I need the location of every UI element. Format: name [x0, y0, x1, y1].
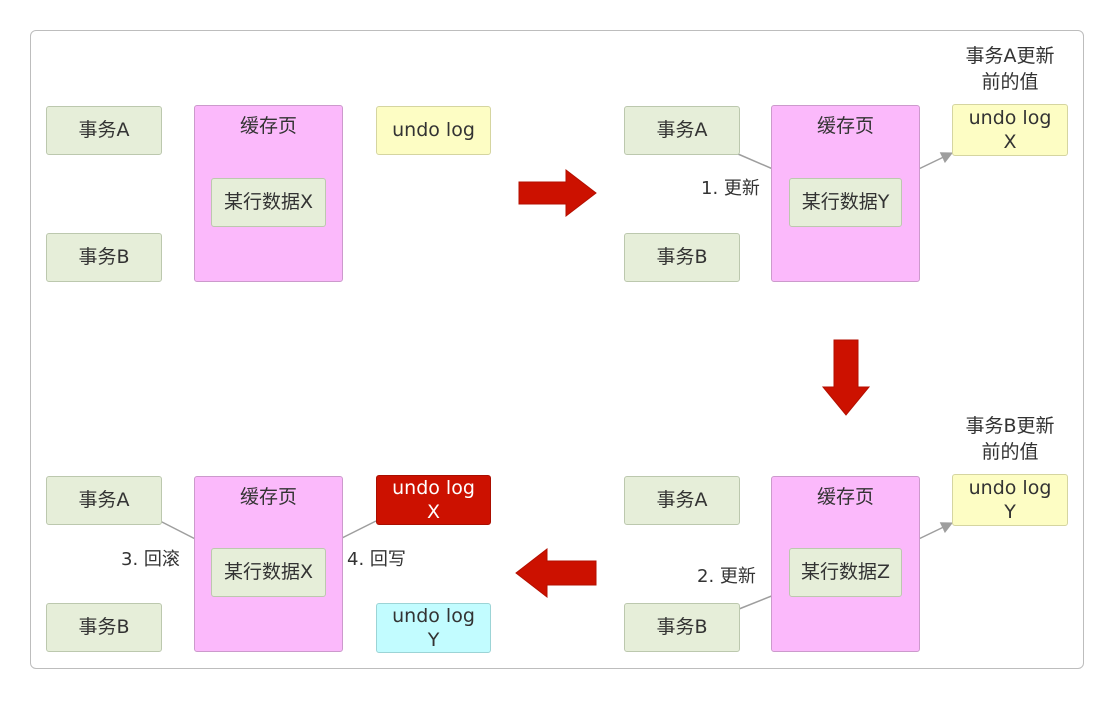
cache-page-label: 缓存页 — [816, 486, 874, 508]
cache-page-label: 缓存页 — [816, 115, 874, 137]
cache-page-label: 缓存页 — [239, 486, 297, 508]
cache-page-label: 缓存页 — [239, 115, 297, 137]
row-data: 某行数据Z — [789, 548, 902, 597]
undo-log-value: X — [426, 501, 441, 523]
transaction-b: 事务B — [624, 233, 740, 282]
undo-log-note-line2: 前的值 — [981, 440, 1039, 463]
undo-log-previous: undo log Y — [376, 603, 491, 653]
undo-log-label: undo log — [392, 476, 475, 499]
transaction-a: 事务A — [46, 476, 162, 525]
row-data-label: 某行数据Z — [800, 561, 891, 584]
row-data: 某行数据X — [211, 178, 326, 227]
undo-log-note: 事务B更新 前的值 — [946, 414, 1074, 465]
undo-log-value: Y — [427, 629, 440, 651]
step-1-label: 1. 更新 — [701, 178, 760, 199]
undo-log: undo log — [376, 106, 491, 155]
undo-log-label: undo log — [392, 119, 475, 142]
row-data-label: 某行数据X — [223, 191, 314, 214]
row-data: 某行数据X — [211, 548, 326, 597]
step-4-label: 4. 回写 — [347, 549, 406, 570]
undo-log: undo log X — [952, 104, 1068, 156]
step-3-label: 3. 回滚 — [121, 549, 180, 570]
transaction-a: 事务A — [46, 106, 162, 155]
step-2-label: 2. 更新 — [697, 566, 756, 587]
row-data: 某行数据Y — [789, 178, 902, 227]
transaction-b: 事务B — [624, 603, 740, 652]
undo-log: undo log Y — [952, 474, 1068, 526]
undo-log-value: X — [1003, 131, 1017, 153]
transaction-b-label: 事务B — [78, 246, 130, 269]
row-data-label: 某行数据X — [223, 561, 314, 584]
transaction-a-label: 事务A — [656, 489, 708, 512]
undo-log-note-line2: 前的值 — [981, 70, 1039, 93]
undo-log-label: undo log — [968, 106, 1052, 129]
transaction-a-label: 事务A — [78, 489, 130, 512]
undo-log-active: undo log X — [376, 475, 491, 525]
transaction-b-label: 事务B — [656, 246, 708, 269]
undo-log-note: 事务A更新 前的值 — [946, 44, 1074, 95]
diagram-frame — [30, 30, 1084, 669]
transaction-a: 事务A — [624, 476, 740, 525]
undo-log-label: undo log — [392, 604, 475, 627]
transaction-b-label: 事务B — [78, 616, 130, 639]
undo-log-value: Y — [1004, 501, 1016, 523]
transaction-a: 事务A — [624, 106, 740, 155]
undo-log-note-line1: 事务B更新 — [965, 415, 1055, 437]
undo-log-note-line1: 事务A更新 — [965, 45, 1055, 67]
transaction-b-label: 事务B — [656, 616, 708, 639]
transaction-b: 事务B — [46, 603, 162, 652]
undo-log-label: undo log — [968, 476, 1052, 499]
transaction-b: 事务B — [46, 233, 162, 282]
row-data-label: 某行数据Y — [801, 191, 890, 214]
transaction-a-label: 事务A — [78, 119, 130, 142]
transaction-a-label: 事务A — [656, 119, 708, 142]
